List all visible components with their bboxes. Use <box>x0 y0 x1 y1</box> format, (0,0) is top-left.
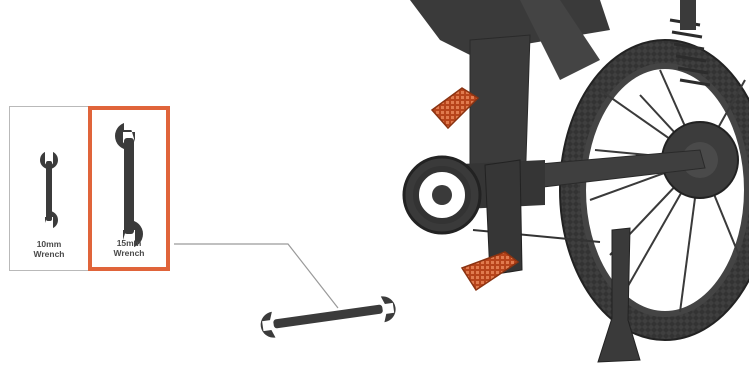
tool-type-text: Wrench <box>92 248 166 258</box>
rear-tire <box>560 40 749 340</box>
wrench-large-callout-icon <box>259 295 397 340</box>
tool-size-text: 10mm <box>10 239 88 249</box>
leader-line <box>174 244 338 308</box>
tool-option-10mm-wrench: 10mm Wrench <box>10 107 88 270</box>
tool-label-10mm: 10mm Wrench <box>10 239 88 259</box>
tool-selection-box: 10mm Wrench 15mm Wrench <box>9 106 169 271</box>
tool-type-text: Wrench <box>10 249 88 259</box>
tool-option-15mm-wrench-selected: 15mm Wrench <box>88 106 170 271</box>
tool-size-text: 15mm <box>92 238 166 248</box>
tool-label-15mm: 15mm Wrench <box>92 238 166 258</box>
